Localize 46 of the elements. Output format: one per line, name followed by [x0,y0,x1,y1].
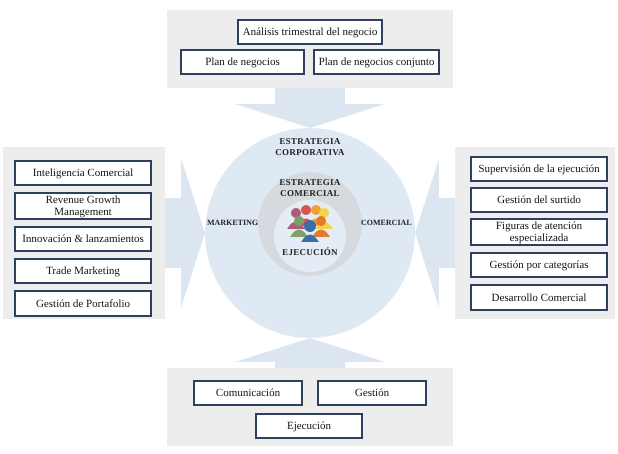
arrow [415,158,455,308]
process-box [14,192,152,220]
ring-label: COMERCIAL [361,217,411,228]
process-box [255,413,363,439]
ring-label: ESTRATEGIA CORPORATIVA [274,136,346,158]
process-box [14,226,152,252]
process-box [14,290,152,317]
box-label: Innovación & lanzamientos [22,233,144,245]
process-box [317,380,427,406]
box-label: Gestión de Portafolio [36,298,130,310]
group-panel [3,147,165,319]
box-label: Ejecución [287,420,331,432]
box-label: Supervisión de la ejecución [478,163,600,175]
arrow [235,88,385,128]
ring-label: MARKETING [207,217,257,228]
box-label: Análisis trimestral del negocio [242,26,378,38]
box-label: Gestión [354,387,390,399]
process-box [470,218,608,246]
process-box [470,156,608,182]
box-label: Revenue Growth Management [44,194,122,218]
group-panel [455,147,615,319]
box-label: Inteligencia Comercial [32,167,134,179]
group-panel [167,368,453,446]
arrow [165,158,205,308]
box-label: Plan de negocios [205,56,280,68]
process-box [470,187,608,213]
process-box [193,380,303,406]
box-label: Trade Marketing [46,265,120,277]
arrow [235,338,385,368]
process-box [180,49,305,75]
group-panel [167,10,453,88]
inner-circle [274,200,346,272]
process-box [14,258,152,284]
box-label: Comunicación [216,387,280,399]
ring-label: EJECUCIÓN [281,247,339,258]
box-label: Figuras de atención especializada [494,220,584,244]
process-box [14,160,152,186]
box-label: Gestión por categorías [490,259,588,271]
process-box [313,49,440,75]
ring-label: ESTRATEGIA COMERCIAL [278,177,342,199]
process-box [470,284,608,311]
process-box [237,19,383,45]
process-box [470,252,608,278]
box-label: Gestión del surtido [497,194,581,206]
box-label: Desarrollo Comercial [492,292,586,304]
box-label: Plan de negocios conjunto [318,56,434,68]
